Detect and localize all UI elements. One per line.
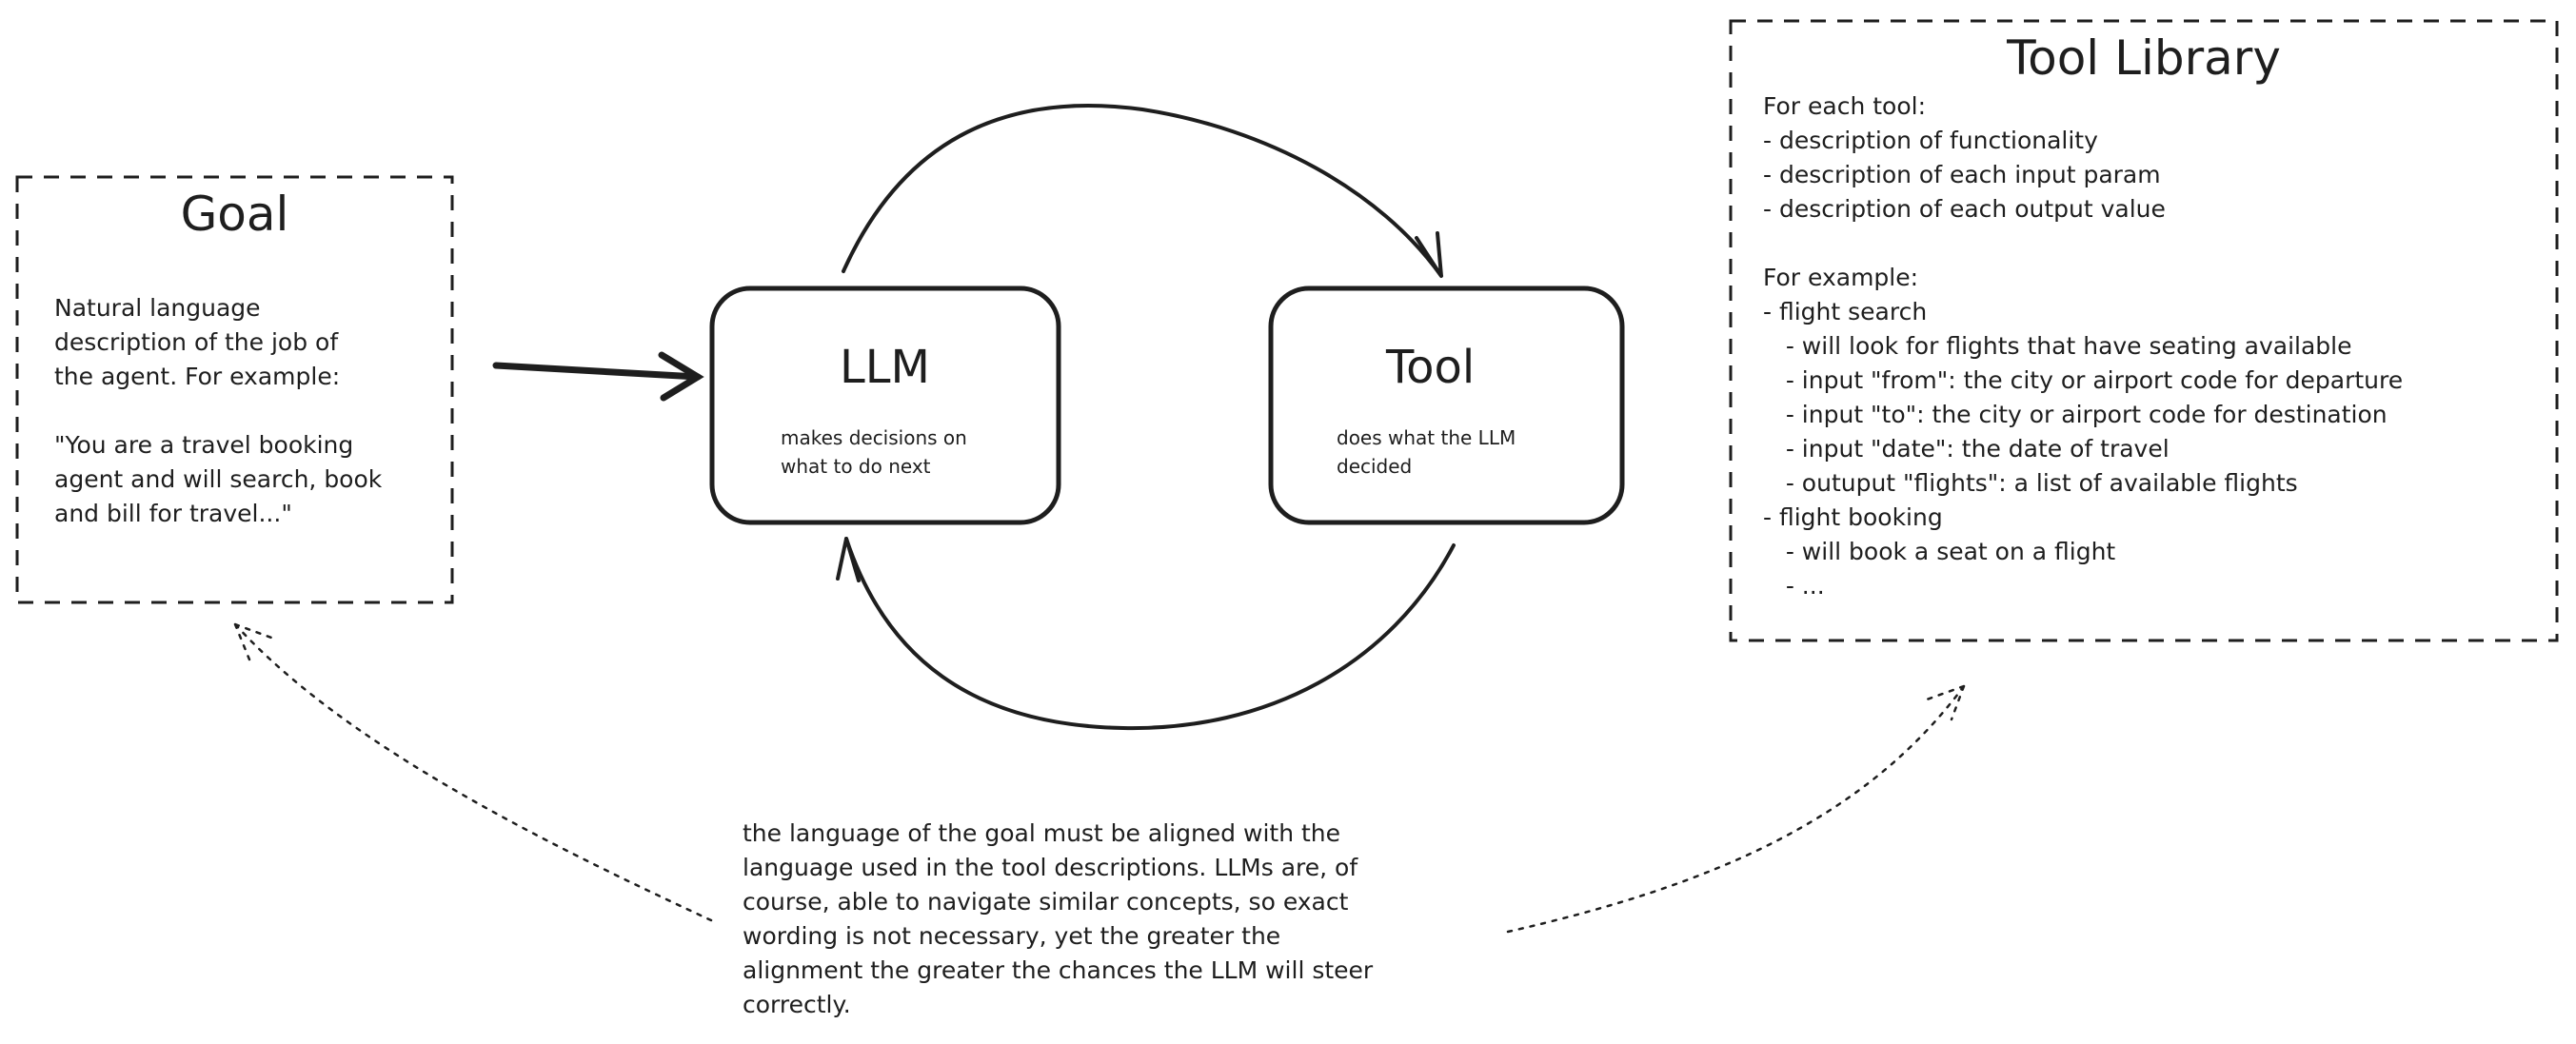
goal-line: and bill for travel..."	[54, 500, 292, 527]
llm-title: LLM	[840, 341, 930, 394]
tool-library-line: - description of each input param	[1763, 161, 2161, 188]
tool-library-line: - flight booking	[1763, 503, 1943, 531]
tool-library-line: For example:	[1763, 264, 1919, 291]
tool-library-box[interactable]	[1729, 19, 2559, 642]
tool-library-line: - ...	[1763, 572, 1825, 600]
tool-library-line: - will book a seat on a flight	[1763, 538, 2116, 565]
tool-library-line: - flight search	[1763, 298, 1928, 325]
llm-line: what to do next	[781, 455, 931, 478]
tool-line: decided	[1337, 455, 1413, 478]
tool-library-line: - input "date": the date of travel	[1763, 435, 2170, 463]
tool-library-line: - outuput "flights": a list of available…	[1763, 469, 2298, 497]
tool-library-line: - input "to": the city or airport code f…	[1763, 401, 2388, 428]
tool-description: does what the LLM decided	[1337, 424, 1516, 481]
note-line: course, able to navigate similar concept…	[743, 888, 1349, 916]
tool-library-line: - input "from": the city or airport code…	[1763, 366, 2404, 394]
note-to-goal-arrow	[233, 622, 713, 922]
note-line: language used in the tool descriptions. …	[743, 854, 1358, 881]
llm-to-tool-arrow	[842, 103, 1443, 278]
alignment-note: the language of the goal must be aligned…	[743, 817, 1373, 1022]
llm-description: makes decisions on what to do next	[781, 424, 967, 481]
note-line: correctly.	[743, 991, 851, 1018]
goal-to-llm-arrow	[492, 351, 704, 402]
tool-box[interactable]	[1268, 286, 1625, 525]
goal-box[interactable]	[15, 175, 454, 604]
llm-box[interactable]	[709, 286, 1061, 525]
note-line: the language of the goal must be aligned…	[743, 819, 1341, 847]
goal-title: Goal	[180, 187, 289, 242]
tool-to-llm-arrow	[836, 537, 1456, 731]
tool-library-line: - description of each output value	[1763, 195, 2166, 223]
note-line: alignment the greater the chances the LL…	[743, 956, 1374, 984]
note-line: wording is not necessary, yet the greate…	[743, 922, 1281, 950]
note-to-tool-library-arrow	[1506, 684, 1966, 934]
tool-library-description: For each tool: - description of function…	[1763, 89, 2403, 603]
tool-library-line: For each tool:	[1763, 92, 1927, 120]
tool-library-title: Tool Library	[2007, 30, 2281, 86]
goal-line: description of the job of	[54, 328, 339, 356]
tool-line: does what the LLM	[1337, 426, 1516, 449]
goal-description: Natural language description of the job …	[54, 291, 382, 531]
tool-library-line: - description of functionality	[1763, 127, 2098, 154]
goal-line	[54, 394, 382, 428]
goal-line: the agent. For example:	[54, 363, 341, 390]
goal-line: "You are a travel booking	[54, 431, 354, 459]
goal-line: agent and will search, book	[54, 465, 383, 493]
tool-title: Tool	[1386, 341, 1476, 394]
tool-library-line: - will look for flights that have seatin…	[1763, 332, 2352, 360]
llm-line: makes decisions on	[781, 426, 967, 449]
goal-line: Natural language	[54, 294, 261, 322]
tool-library-line	[1763, 227, 2403, 261]
